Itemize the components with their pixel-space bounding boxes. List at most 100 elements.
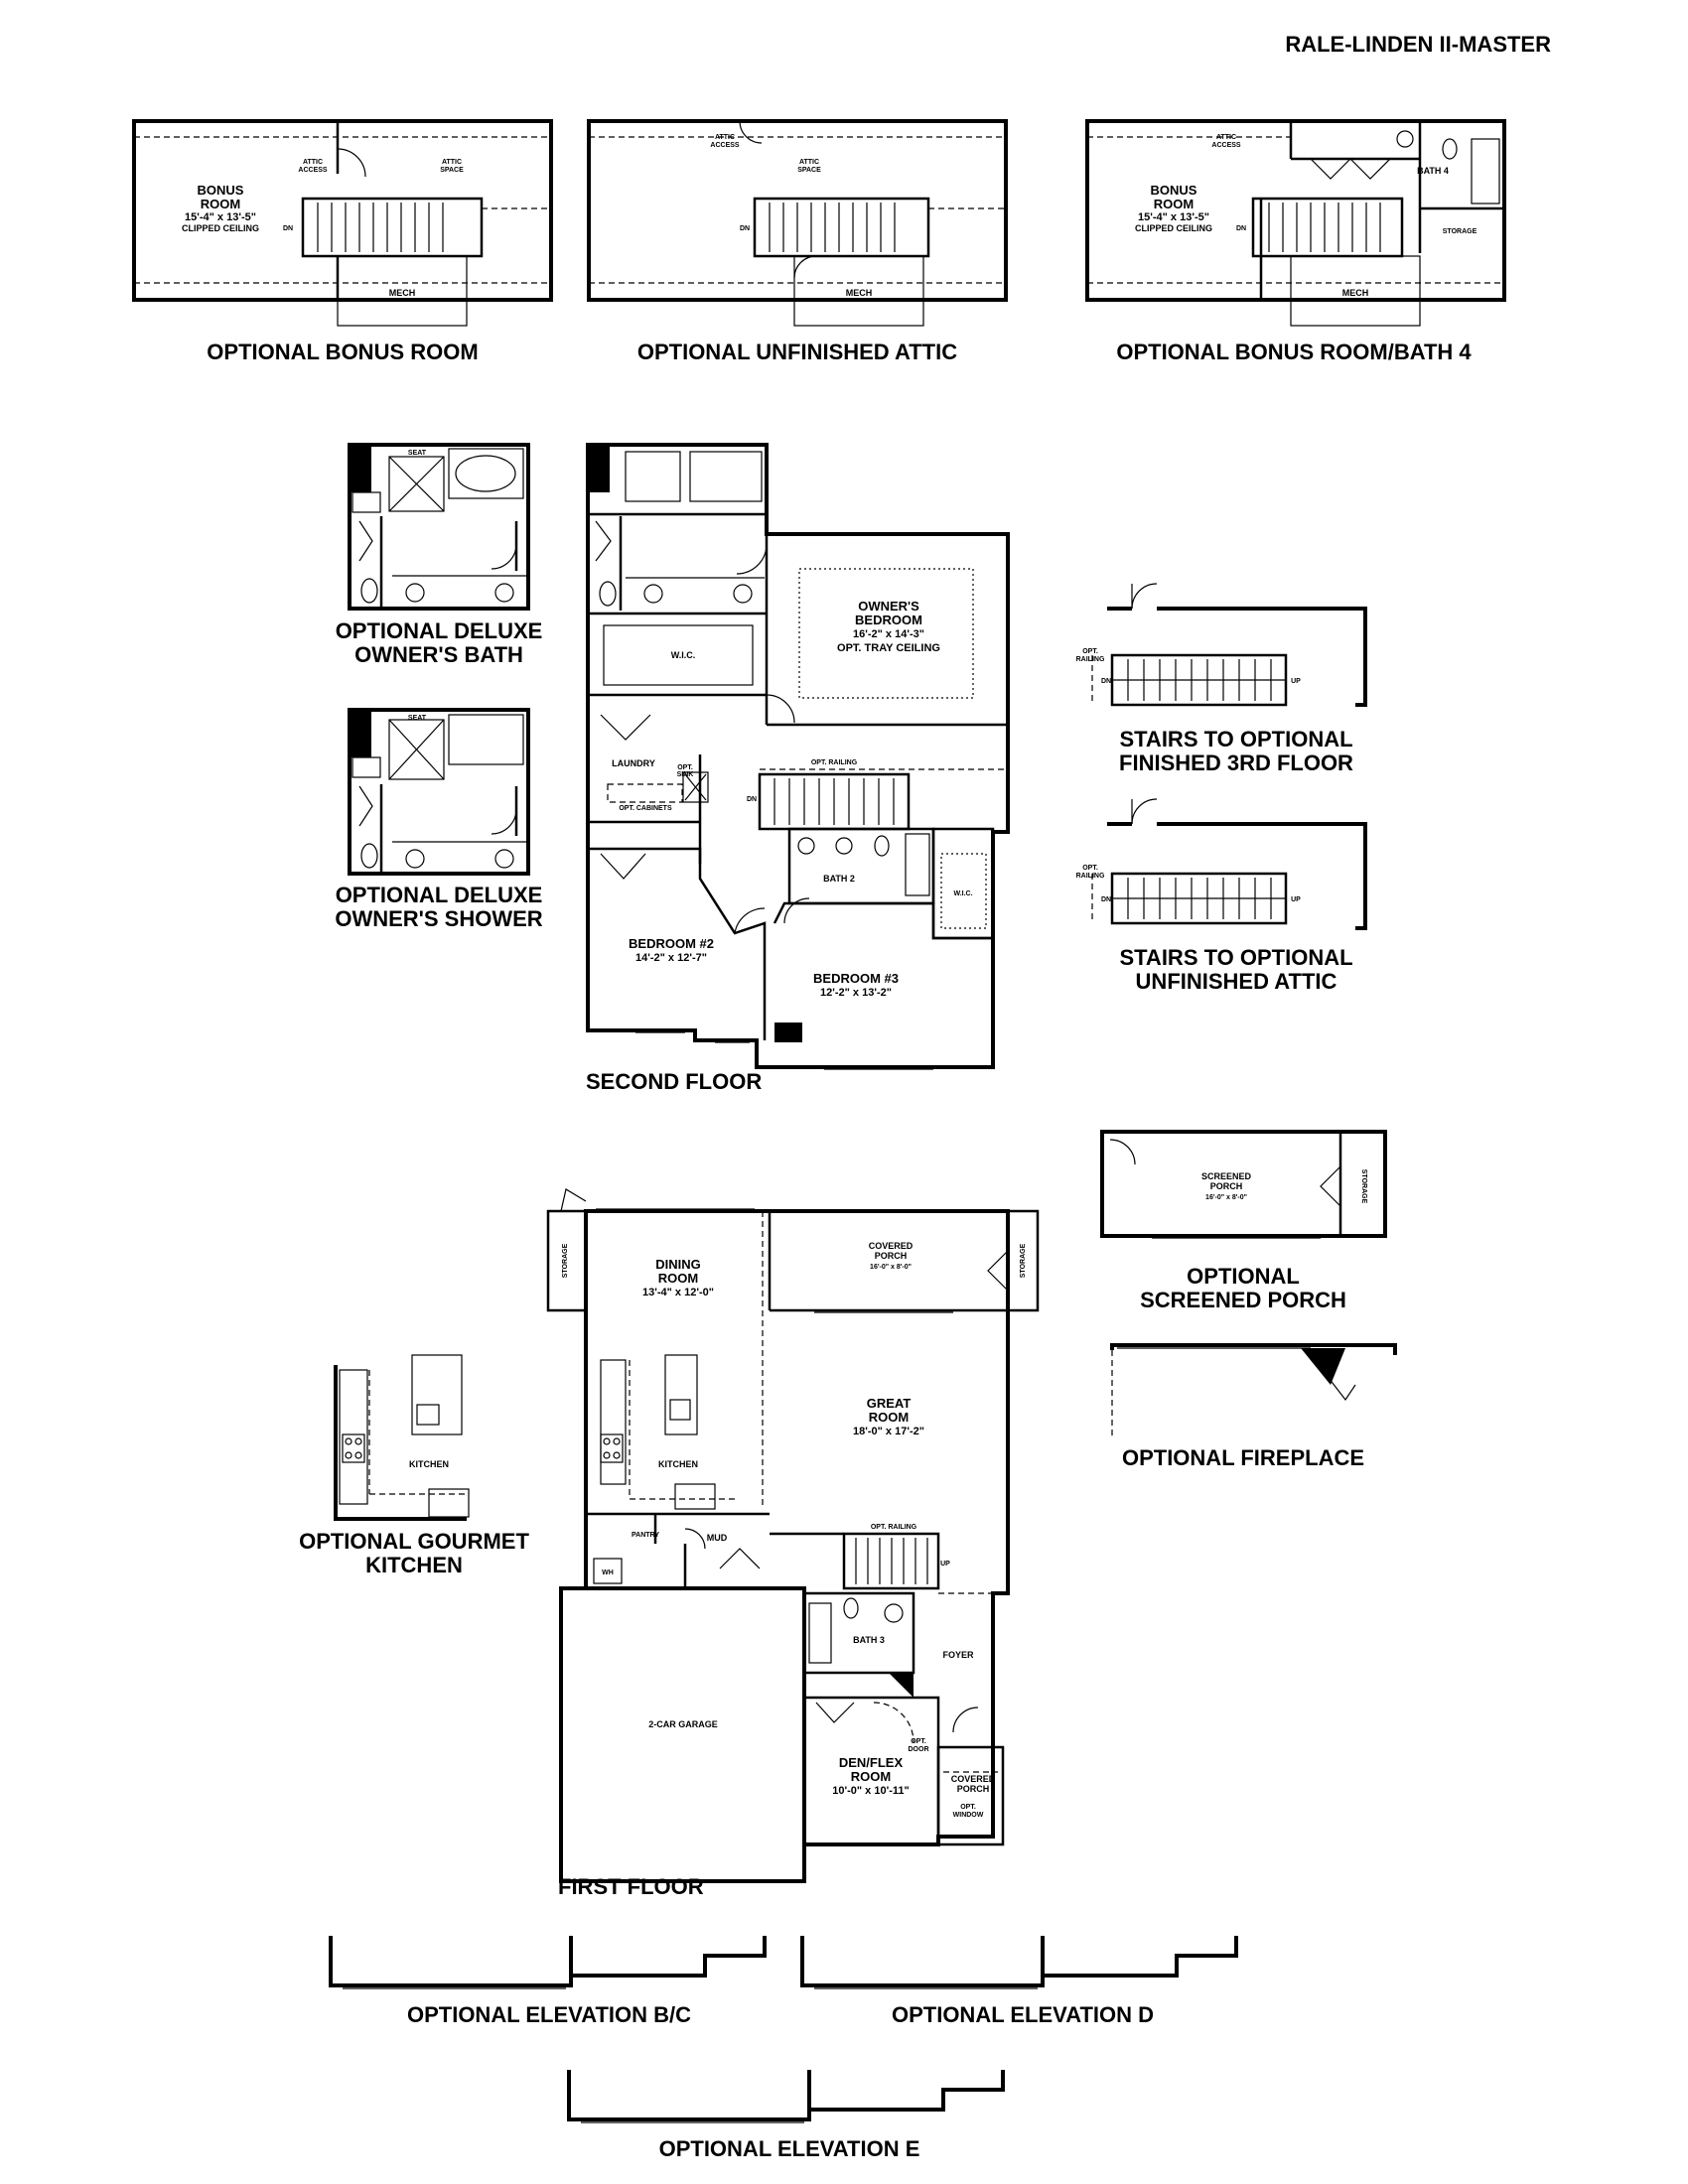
stair-dn-label: DN xyxy=(1236,225,1246,232)
optional-deluxe-owners-shower-plan: SEAT xyxy=(348,708,530,876)
elevation-d-plan xyxy=(800,1936,1238,1989)
elevation-e-plan xyxy=(567,2070,1005,2123)
caption-screened-porch-line2: SCREENED PORCH xyxy=(1140,1288,1346,1312)
stair-dn-label: DN xyxy=(740,225,750,232)
caption-first-floor: FIRST FLOOR xyxy=(558,1874,704,1899)
bonus-room-label: BONUS xyxy=(198,183,244,198)
caption-elevation-bc: OPTIONAL ELEVATION B/C xyxy=(407,2002,691,2027)
bonus-room-dim: 15'-4" x 13'-5" xyxy=(185,211,256,223)
opt-window-label: OPT. xyxy=(960,1804,976,1811)
caption-second-floor: SECOND FLOOR xyxy=(586,1069,762,1094)
caption-stairs-3rd-line2: FINISHED 3RD FLOOR xyxy=(1119,751,1353,775)
den-flex-label2: ROOM xyxy=(851,1769,891,1784)
owners-bedroom-label: OWNER'S xyxy=(858,599,919,614)
kitchen-label: KITCHEN xyxy=(658,1459,698,1469)
pantry-label: PANTRY xyxy=(632,1532,659,1539)
mech-label: MECH xyxy=(389,288,416,298)
den-flex-dim: 10'-0" x 10'-11" xyxy=(832,1785,909,1797)
opt-door-label: OPT. xyxy=(911,1738,926,1745)
bedroom3-label: BEDROOM #3 xyxy=(813,971,899,986)
stair-up-label: UP xyxy=(940,1561,950,1568)
wic-label: W.I.C. xyxy=(671,650,696,660)
optional-deluxe-owners-bath-plan: SEAT xyxy=(348,443,530,611)
bedroom2-dim: 14'-2" x 12'-7" xyxy=(635,952,707,964)
great-room-label: GREAT xyxy=(867,1396,912,1411)
stairs-unfinished-attic-plan: OPT. RAILING DN UP xyxy=(1076,798,1367,930)
caption-stairs-attic-line2: UNFINISHED ATTIC xyxy=(1136,969,1337,994)
attic-space-label2: SPACE xyxy=(797,167,821,174)
great-room-dim: 18'-0" x 17'-2" xyxy=(853,1426,924,1437)
caption-gourmet-line2: KITCHEN xyxy=(365,1553,463,1577)
mud-label: MUD xyxy=(707,1533,728,1543)
seat-label: SEAT xyxy=(408,715,427,722)
attic-access-label2: ACCESS xyxy=(710,142,740,149)
caption-stairs-3rd-line1: STAIRS TO OPTIONAL xyxy=(1119,727,1352,751)
bath4-label: BATH 4 xyxy=(1417,166,1449,176)
caption-deluxe-bath-line2: OWNER'S BATH xyxy=(354,642,523,667)
railing-label: RAILING xyxy=(1076,873,1105,880)
dining-room-dim: 13'-4" x 12'-0" xyxy=(642,1287,714,1298)
stair-dn-label: DN xyxy=(747,796,757,803)
screened-porch-label2: PORCH xyxy=(1210,1181,1243,1191)
stair-dn-label: DN xyxy=(1101,678,1111,685)
seat-label: SEAT xyxy=(408,450,427,457)
covered-porch-label: COVERED xyxy=(869,1241,914,1251)
screened-porch-label: SCREENED xyxy=(1201,1171,1252,1181)
mech-label: MECH xyxy=(1342,288,1369,298)
bonus-room-dim: 15'-4" x 13'-5" xyxy=(1138,211,1209,223)
opt-label: OPT. xyxy=(1082,648,1098,655)
caption-elevation-e: OPTIONAL ELEVATION E xyxy=(659,2136,920,2161)
optional-bonus-room-bath4-plan: BONUS ROOM 15'-4" x 13'-5" CLIPPED CEILI… xyxy=(1085,119,1506,327)
stair-dn-label: DN xyxy=(1101,896,1111,903)
water-heater-label: WH xyxy=(602,1570,614,1576)
attic-space-label: ATTIC xyxy=(799,159,819,166)
screened-porch-dim: 16'-0" x 8'-0" xyxy=(1205,1194,1247,1201)
opt-railing-label: OPT. RAILING xyxy=(811,759,858,766)
caption-optional-unfinished-attic: OPTIONAL UNFINISHED ATTIC xyxy=(637,340,957,364)
attic-access-label: ATTIC xyxy=(715,134,735,141)
opt-railing-label: OPT. RAILING xyxy=(871,1524,917,1531)
attic-access-label2: ACCESS xyxy=(1211,142,1241,149)
clipped-ceiling-note: CLIPPED CEILING xyxy=(1135,223,1212,233)
caption-screened-porch-line1: OPTIONAL xyxy=(1187,1264,1300,1289)
first-floor-plan: DINING ROOM 13'-4" x 12'-0" COVERED PORC… xyxy=(546,1188,1040,1883)
caption-deluxe-bath-line1: OPTIONAL DELUXE xyxy=(336,618,543,643)
opt-window-label2: WINDOW xyxy=(953,1812,984,1819)
second-floor-plan: OWNER'S BEDROOM 16'-2" x 14'-3" OPT. TRA… xyxy=(586,443,1010,1070)
storage-right-label: STORAGE xyxy=(1020,1243,1027,1278)
attic-space-label2: SPACE xyxy=(440,167,464,174)
railing-label: RAILING xyxy=(1076,656,1105,663)
caption-elevation-d: OPTIONAL ELEVATION D xyxy=(892,2002,1154,2027)
mech-label: MECH xyxy=(846,288,873,298)
opt-cabinets-label: OPT. CABINETS xyxy=(619,805,672,812)
optional-fireplace-plan xyxy=(1110,1343,1397,1439)
stair-dn-label: DN xyxy=(283,225,293,232)
attic-space-label: ATTIC xyxy=(442,159,462,166)
storage-label: STORAGE xyxy=(1443,228,1477,235)
dining-room-label: DINING xyxy=(655,1257,701,1272)
tray-ceiling-note: OPT. TRAY CEILING xyxy=(837,642,940,654)
plan-name-title: RALE-LINDEN II-MASTER xyxy=(1285,32,1551,57)
opt-sink-label: OPT. xyxy=(677,764,693,771)
clipped-ceiling-note: CLIPPED CEILING xyxy=(182,223,259,233)
owners-bedroom-label2: BEDROOM xyxy=(855,613,922,627)
optional-unfinished-attic-plan: ATTIC ACCESS ATTIC SPACE DN MECH xyxy=(587,119,1008,327)
attic-access-label2: ACCESS xyxy=(298,167,328,174)
bonus-room-label: BONUS xyxy=(1151,183,1197,198)
caption-optional-bonus-room-bath4: OPTIONAL BONUS ROOM/BATH 4 xyxy=(1116,340,1472,364)
bonus-room-label2: ROOM xyxy=(201,197,240,211)
attic-access-label: ATTIC xyxy=(303,159,323,166)
stairs-finished-3rd-floor-plan: OPT. RAILING DN UP xyxy=(1076,583,1367,707)
great-room-label2: ROOM xyxy=(869,1410,909,1425)
front-covered-porch-label2: PORCH xyxy=(957,1784,990,1794)
caption-deluxe-shower-line1: OPTIONAL DELUXE xyxy=(336,883,543,907)
caption-stairs-attic-line1: STAIRS TO OPTIONAL xyxy=(1119,945,1352,970)
stair-up-label: UP xyxy=(1291,678,1301,685)
bath2-label: BATH 2 xyxy=(823,874,855,884)
elevation-bc-plan xyxy=(329,1936,767,1989)
opt-label: OPT. xyxy=(1082,865,1098,872)
covered-porch-label2: PORCH xyxy=(875,1251,908,1261)
optional-bonus-room-plan: BONUS ROOM 15'-4" x 13'-5" CLIPPED CEILI… xyxy=(132,119,553,327)
foyer-label: FOYER xyxy=(942,1650,974,1660)
